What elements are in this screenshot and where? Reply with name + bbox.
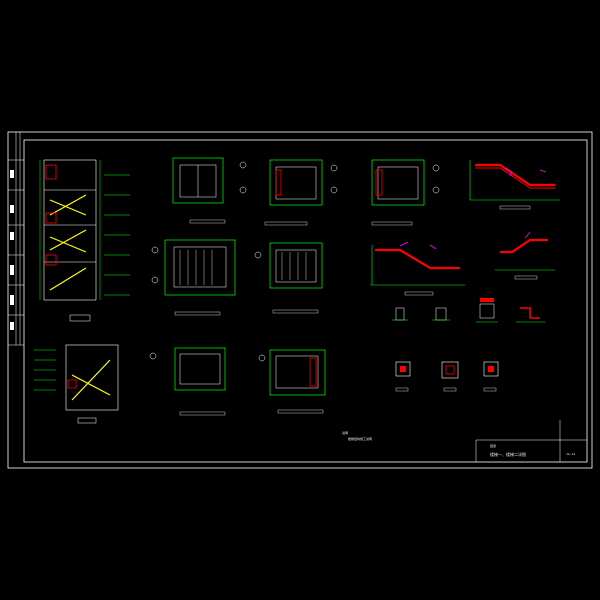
notes-heading: 说明 [342, 431, 349, 435]
stair-section-main [39, 159, 130, 322]
drawing-title: 楼梯一、楼梯二详图 [490, 452, 526, 457]
flight-section-3 [495, 231, 555, 280]
column-section-3 [483, 361, 499, 392]
plan-1 [172, 157, 247, 224]
title-block [475, 420, 587, 462]
stair-section-lower [34, 344, 119, 424]
plan-6 [149, 347, 226, 416]
project-label: 结施 [490, 444, 497, 448]
detail-1 [392, 307, 408, 321]
notes-body: 楼梯结构施工说明 [348, 437, 373, 441]
plan-4 [151, 239, 236, 316]
plan-3 [371, 159, 440, 226]
plan-7 [258, 349, 326, 414]
column-section-2 [441, 361, 459, 392]
column-section-1 [395, 361, 411, 392]
inner-border [23, 139, 588, 463]
drawing-number: JG-14 [566, 452, 576, 456]
detail-2 [432, 307, 450, 321]
flight-section-2 [370, 241, 465, 296]
outer-border [7, 131, 593, 469]
left-signature-strip [8, 132, 24, 346]
flight-section-1 [469, 160, 560, 210]
plan-5 [254, 242, 323, 314]
detail-4 [516, 307, 545, 323]
detail-3 [476, 298, 498, 323]
left-strip-marks [10, 170, 14, 330]
plan-2 [264, 159, 338, 226]
drawing-frame [7, 131, 593, 469]
